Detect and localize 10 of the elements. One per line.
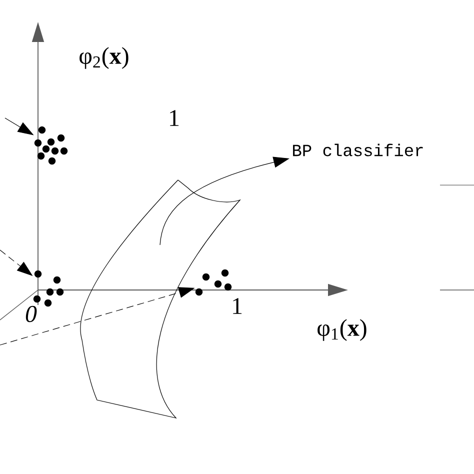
dot-cluster xyxy=(33,270,64,307)
axis-label: 0 xyxy=(26,306,37,322)
dot-cluster xyxy=(34,126,68,165)
surface-drawing xyxy=(80,180,240,418)
axis-label: φ$_{1}$(x) xyxy=(318,319,366,341)
axis-label: φ$_{2}$(x) xyxy=(80,47,128,69)
axis-label: 1 xyxy=(233,298,242,314)
axis-label: 1 xyxy=(170,110,179,126)
dot-cluster xyxy=(195,269,232,296)
node-label: BP classifier xyxy=(293,144,423,156)
